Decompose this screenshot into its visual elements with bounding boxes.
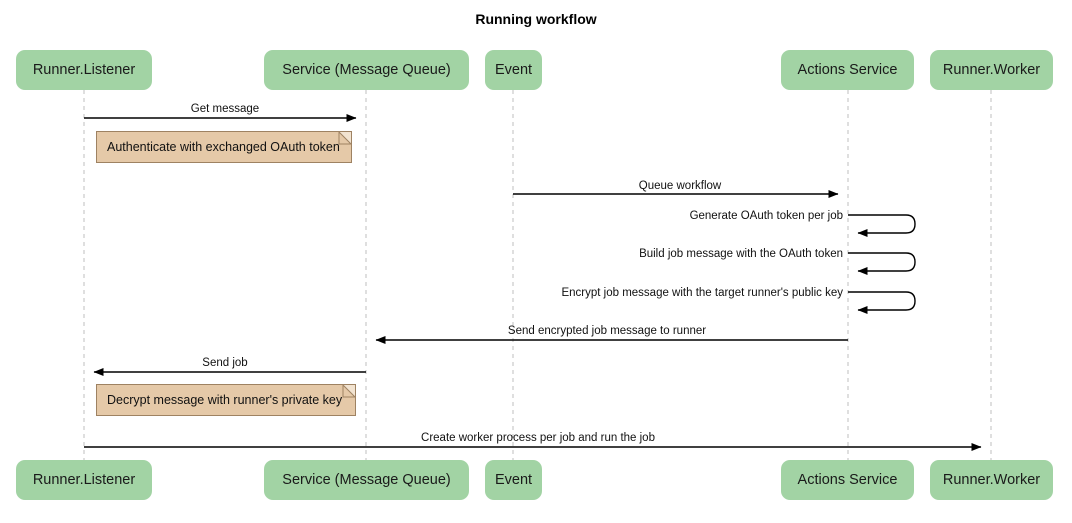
- note-fold-corner-icon: [343, 385, 355, 397]
- note-fold-corner-icon: [339, 132, 351, 144]
- message-label-build-job-message-with-oauth-token: Build job message with the OAuth token: [639, 248, 843, 260]
- note-text: Authenticate with exchanged OAuth token: [107, 139, 340, 154]
- message-build-job-message-with-oauth-token: [848, 252, 916, 275]
- message-generate-oauth-token-per-job: [848, 214, 916, 237]
- participant-label: Event: [494, 471, 533, 488]
- participant-event-top[interactable]: Event: [485, 50, 542, 90]
- page-title: Running workflow: [475, 11, 597, 27]
- message-label-get-message: Get message: [190, 103, 260, 115]
- lifelines-group: [83, 90, 992, 460]
- participant-label: Actions Service: [797, 471, 898, 488]
- message-label-generate-oauth-token-per-job: Generate OAuth token per job: [689, 210, 843, 222]
- participant-label: Runner.Worker: [942, 471, 1041, 488]
- participant-actions-service-top[interactable]: Actions Service: [781, 50, 914, 90]
- participant-label: Runner.Worker: [942, 61, 1041, 78]
- participant-label: Runner.Listener: [32, 61, 136, 78]
- note-text: Decrypt message with runner's private ke…: [107, 392, 343, 407]
- participant-actions-service-bottom[interactable]: Actions Service: [781, 460, 914, 500]
- participant-service-mq-bottom[interactable]: Service (Message Queue): [264, 460, 469, 500]
- note-decrypt-note: Decrypt message with runner's private ke…: [96, 384, 356, 416]
- message-label-send-job: Send job: [202, 357, 248, 369]
- participant-label: Service (Message Queue): [282, 61, 451, 78]
- message-label-encrypt-job-message-with-public-key: Encrypt job message with the target runn…: [561, 287, 843, 299]
- message-label-send-encrypted-job-message-to-runner: Send encrypted job message to runner: [507, 325, 707, 337]
- messages-group: [84, 114, 982, 451]
- participant-label: Event: [494, 61, 533, 78]
- message-label-queue-workflow: Queue workflow: [638, 180, 722, 192]
- participant-runner-listener-top[interactable]: Runner.Listener: [16, 50, 152, 90]
- participant-service-mq-top[interactable]: Service (Message Queue): [264, 50, 469, 90]
- note-authenticate-note: Authenticate with exchanged OAuth token: [96, 131, 352, 163]
- participant-label: Runner.Listener: [32, 471, 136, 488]
- participant-runner-listener-bottom[interactable]: Runner.Listener: [16, 460, 152, 500]
- participant-event-bottom[interactable]: Event: [485, 460, 542, 500]
- participant-runner-worker-top[interactable]: Runner.Worker: [930, 50, 1053, 90]
- message-label-create-worker-process-per-job: Create worker process per job and run th…: [421, 432, 655, 444]
- participant-label: Actions Service: [797, 61, 898, 78]
- participant-runner-worker-bottom[interactable]: Runner.Worker: [930, 460, 1053, 500]
- participant-label: Service (Message Queue): [282, 471, 451, 488]
- message-encrypt-job-message-with-public-key: [848, 291, 916, 314]
